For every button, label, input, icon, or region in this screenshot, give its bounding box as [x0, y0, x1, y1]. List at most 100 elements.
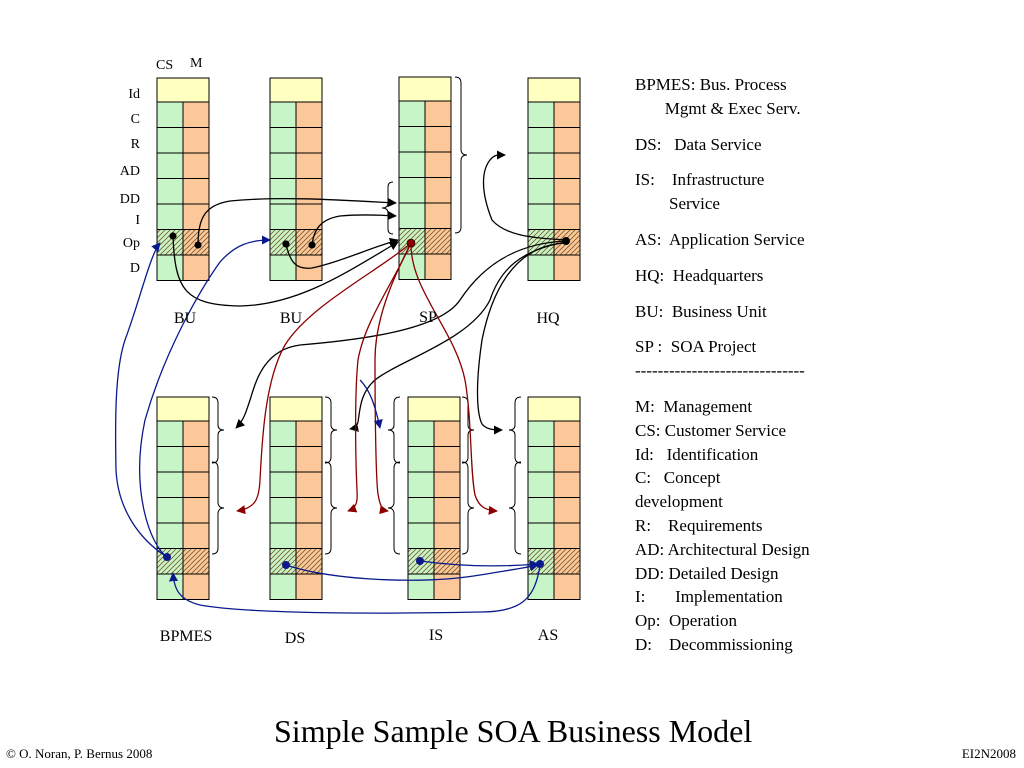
legend-line: D: Decommissioning: [635, 634, 793, 654]
label-ds: DS: [285, 630, 305, 647]
header-cell: [527, 77, 581, 103]
row-label-dd: DD: [120, 192, 140, 207]
m-cell: [295, 446, 323, 473]
cs-cell: [269, 497, 297, 524]
m-cell: [424, 151, 452, 178]
column-sp: [398, 76, 452, 280]
arrow-as-to-bpmes: [168, 564, 541, 614]
column-bu-1: [156, 77, 210, 281]
row-label-id: Id: [128, 87, 140, 102]
cs-cell: [269, 446, 297, 473]
m-cell: [424, 126, 452, 153]
cs-cell: [407, 497, 435, 524]
cs-cell: [269, 152, 297, 179]
cs-cell: [156, 178, 184, 205]
legend-line: [635, 288, 1015, 300]
brace-is-right-lower: [461, 461, 475, 555]
cs-cell: [407, 471, 435, 498]
brace-ds-upper: [324, 396, 338, 464]
m-cell: [182, 446, 210, 473]
m-cell: [424, 253, 452, 280]
arrow-bpmes-to-bu2: [139, 235, 271, 558]
m-cell: [553, 254, 581, 281]
legend: BPMES: Bus. Process Mgmt & Exec Serv.DS:…: [635, 73, 1015, 657]
cs-cell: [156, 127, 184, 154]
legend-line: HQ: Headquarters: [635, 265, 764, 285]
cs-cell: [407, 446, 435, 473]
m-cell: [295, 152, 323, 179]
legend-line: I: Implementation: [635, 587, 783, 607]
row-label-r: R: [131, 137, 141, 152]
header-m: M: [190, 56, 203, 71]
cs-cell: [398, 177, 426, 204]
m-cell: [295, 101, 323, 128]
arrow-hq-to-as: [476, 242, 567, 435]
column-ds: [269, 396, 323, 600]
m-cell: [553, 152, 581, 179]
m-cell: [182, 203, 210, 230]
header-cell: [407, 396, 461, 422]
m-cell: [424, 202, 452, 229]
legend-line: [635, 156, 1015, 168]
cs-cell: [527, 497, 555, 524]
cs-cell: [156, 420, 184, 447]
cs-cell: [156, 203, 184, 230]
m-cell: [182, 497, 210, 524]
legend-line: BPMES: Bus. Process: [635, 75, 787, 94]
m-cell: [553, 101, 581, 128]
cs-cell: [398, 126, 426, 153]
column-bu-2: [269, 77, 323, 281]
cs-cell: [269, 420, 297, 447]
label-sp: SP: [419, 309, 437, 326]
m-cell: [433, 446, 461, 473]
header-cell: [269, 396, 323, 422]
legend-line: [635, 252, 1015, 264]
m-cell: [553, 446, 581, 473]
m-cell: [553, 522, 581, 549]
cs-cell: [407, 420, 435, 447]
dot-bu1-cs: [169, 232, 177, 240]
m-cell: [553, 471, 581, 498]
label-hq: HQ: [536, 310, 560, 327]
braces: [211, 76, 522, 555]
legend-line: [635, 216, 1015, 228]
op-hatch-m: [433, 548, 461, 575]
cs-cell: [398, 100, 426, 127]
op-hatch-m: [424, 228, 452, 255]
legend-line: DD: Detailed Design: [635, 563, 779, 583]
row-label-d: D: [130, 261, 140, 276]
row-labels: Id C R AD DD I Op D: [120, 87, 141, 276]
arrow-bu2b-to-sp: [285, 237, 399, 269]
arrow-hq-to-sp: [482, 150, 567, 241]
m-cell: [295, 497, 323, 524]
cs-cell: [527, 573, 555, 600]
legend-line: CS: Customer Service: [635, 420, 787, 440]
connection-dots: [163, 232, 570, 569]
arrow-bu1-to-sp: [197, 197, 397, 246]
legend-line: development: [635, 492, 723, 512]
m-cell: [182, 254, 210, 281]
header-cell: [269, 77, 323, 103]
header-cell: [398, 76, 452, 102]
dot-is: [416, 557, 424, 565]
cs-cell: [407, 522, 435, 549]
m-cell: [182, 522, 210, 549]
m-cell: [553, 497, 581, 524]
arrow-hq-to-is: [349, 241, 567, 432]
dot-as: [536, 560, 544, 568]
cs-cell: [527, 127, 555, 154]
legend-line: ------------------------------: [635, 361, 805, 381]
m-cell: [433, 420, 461, 447]
dot-hq: [562, 237, 570, 245]
m-cell: [182, 573, 210, 600]
footer-copyright: © O. Noran, P. Bernus 2008: [6, 746, 153, 761]
label-bu-1: BU: [174, 310, 197, 327]
m-cell: [295, 471, 323, 498]
m-cell: [182, 178, 210, 205]
header-cell: [527, 396, 581, 422]
m-cell: [424, 177, 452, 204]
brace-bpmes-upper: [211, 396, 225, 464]
label-bpmes: BPMES: [160, 628, 212, 645]
arrow-sp-to-is-blue: [359, 379, 383, 429]
header-cs: CS: [156, 58, 173, 73]
